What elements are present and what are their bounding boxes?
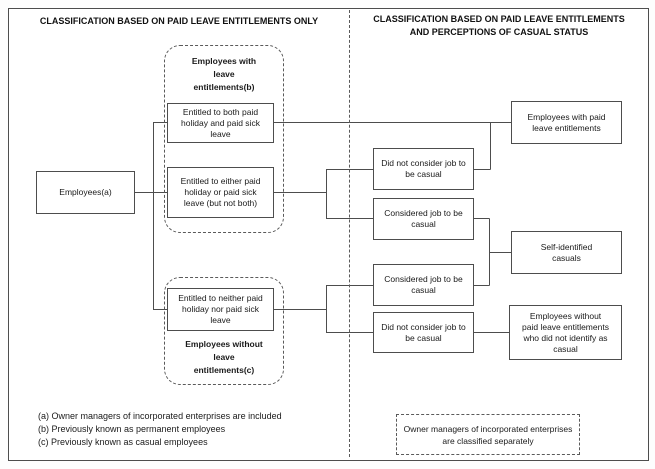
footnote-c: (c) Previously known as casual employees	[38, 437, 208, 448]
right-panel-title-line2: AND PERCEPTIONS OF CASUAL STATUS	[409, 27, 589, 37]
group-without-leave-heading: Employees without leave entitlements(c)	[185, 339, 263, 375]
left-panel-title: CLASSIFICATION BASED ON PAID LEAVE ENTIT…	[39, 16, 319, 26]
considered-box-2: Considered job to be casual	[373, 264, 474, 306]
employees-with-paid-leave-box: Employees with paid leave entitlements	[511, 101, 622, 144]
right-panel-title-line1: CLASSIFICATION BASED ON PAID LEAVE ENTIT…	[373, 14, 625, 24]
self-identified-casuals-box: Self-identified casuals	[511, 231, 622, 274]
entitled-both-box: Entitled to both paid holiday and paid s…	[167, 103, 274, 143]
employees-without-paid-leave-box: Employees without paid leave entitlement…	[509, 305, 622, 360]
group-with-leave-heading: Employees with leave entitlements(b)	[191, 56, 257, 92]
did-not-consider-box-1: Did not consider job to be casual	[373, 148, 474, 190]
group-with-leave	[164, 45, 284, 233]
considered-box-1: Considered job to be casual	[373, 198, 474, 240]
did-not-consider-box-2: Did not consider job to be casual	[373, 312, 474, 353]
employees-box: Employees(a)	[36, 171, 135, 214]
footnotes: (a) Owner managers of incorporated enter…	[38, 410, 348, 450]
footnote-a: (a) Owner managers of incorporated enter…	[38, 411, 282, 421]
entitled-either-box: Entitled to either paid holiday or paid …	[167, 167, 274, 218]
entitled-neither-box: Entitled to neither paid holiday nor pai…	[167, 288, 274, 331]
group-without-leave	[164, 277, 284, 385]
right-panel-title: CLASSIFICATION BASED ON PAID LEAVE ENTIT…	[352, 13, 646, 39]
column-divider	[349, 10, 350, 457]
owner-managers-note-box: Owner managers of incorporated enterpris…	[396, 414, 580, 455]
footnote-b: (b) Previously known as permanent employ…	[38, 424, 226, 435]
